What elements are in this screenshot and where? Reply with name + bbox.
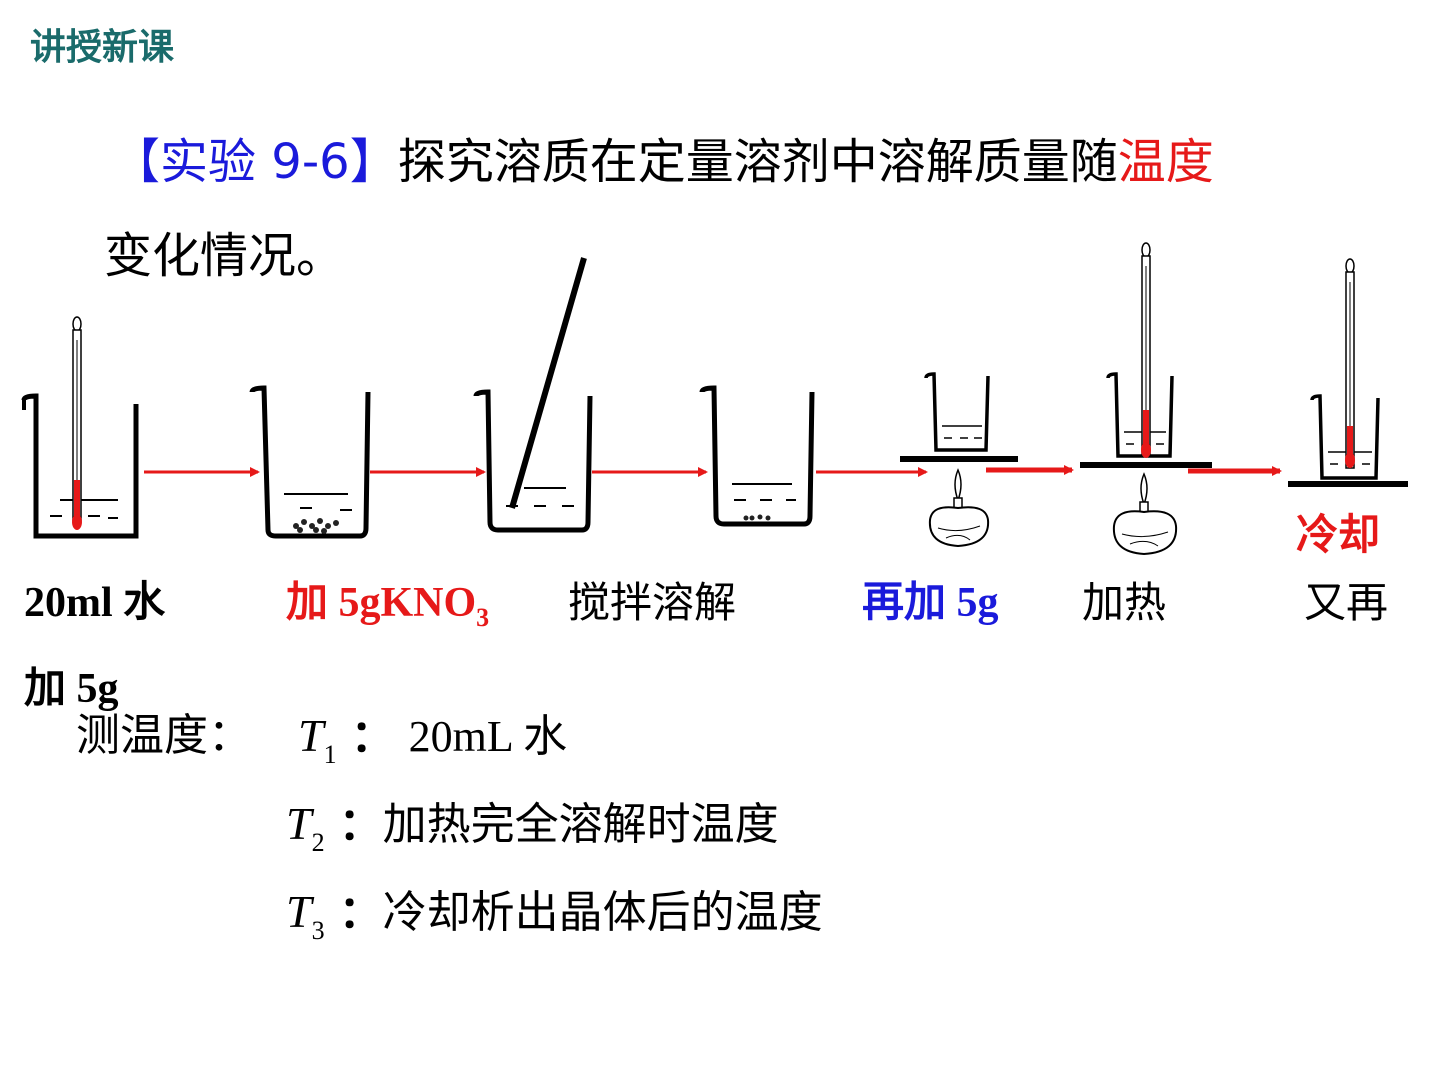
measure-row-3-var: T [286, 886, 312, 937]
stirring-rod [509, 257, 587, 509]
experiment-title-line2: 变化情况。 [104, 228, 345, 284]
measure-row-3-sep: ： [338, 887, 383, 938]
experiment-number: 实验 9-6 [160, 134, 350, 190]
label-cool: 冷却 [1296, 510, 1381, 559]
measure-row-2-sub: 2 [311, 828, 325, 857]
beaker-3 [473, 389, 593, 533]
measure-row-3-text: 冷却析出晶体后的温度 [382, 887, 823, 938]
label-add-kno3-subscript: 3 [476, 603, 490, 632]
measure-row-1-sep: ： [350, 711, 395, 762]
thermometer-3 [1345, 258, 1355, 469]
title-highlight: 温度 [1117, 134, 1214, 190]
label-add-kno3: 加 5gKNO3 [286, 578, 489, 643]
beaker-2 [249, 385, 371, 539]
beaker-4 [699, 385, 815, 527]
experiment-diagram [21, 242, 1408, 556]
bracket-open: 【 [112, 134, 161, 190]
label-again: 又再 [1304, 578, 1389, 627]
label-stir: 搅拌溶解 [568, 578, 737, 627]
measure-row-3: T3 ：冷却析出晶体后的温度 [286, 884, 823, 959]
measure-row-2-var: T [286, 798, 312, 849]
measure-row-1-sub: 1 [323, 740, 337, 769]
alcohol-burner-1 [928, 468, 990, 548]
beaker-7 [1288, 394, 1408, 487]
measure-row-2: T2 ：加热完全溶解时温度 [286, 796, 779, 871]
alcohol-burner-2 [1112, 472, 1178, 556]
label-again-line2: 加 5g [24, 666, 119, 712]
beaker-5 [900, 372, 1018, 462]
experiment-title: 【实验 9-6】探究溶质在定量溶剂中溶解质量随温度 [112, 132, 1214, 192]
thermometer-2 [1141, 242, 1151, 458]
measure-row-1-var: T [298, 710, 324, 761]
measure-row-2-text: 加热完全溶解时温度 [382, 799, 779, 850]
label-add-kno3-text: 加 5gKNO [286, 580, 477, 626]
label-heat: 加热 [1082, 578, 1167, 627]
measure-row-1-text: 20mL 水 [408, 712, 568, 761]
measure-label: 测温度： [76, 710, 252, 761]
measure-row-2-sep: ： [338, 799, 383, 850]
measure-row-1: T1 ： 20mL 水 [298, 708, 567, 783]
header-title: 讲授新课 [30, 27, 175, 68]
thermometer-1 [72, 316, 82, 530]
label-water: 20ml 水 [24, 580, 166, 626]
beaker-1 [21, 393, 139, 539]
measure-row-3-sub: 3 [311, 916, 325, 945]
bracket-close: 】 [349, 134, 398, 190]
title-text: 探究溶质在定量溶剂中溶解质量随 [397, 134, 1118, 190]
label-add-again: 再加 5g [862, 580, 999, 626]
